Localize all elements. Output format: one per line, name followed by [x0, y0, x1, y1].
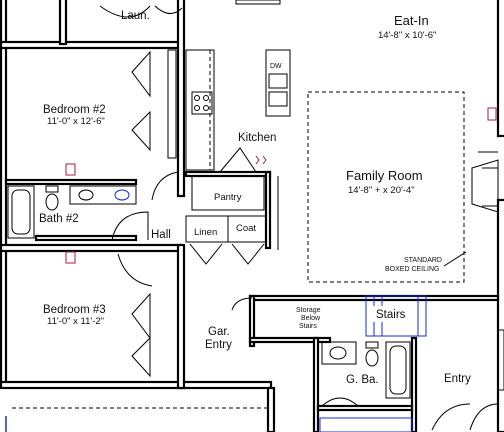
bath-2: Bath #2 — [4, 178, 149, 242]
hall: Hall — [117, 171, 179, 287]
eat-in-label: Eat-In — [394, 13, 429, 28]
family-room-dims: 14'-8" + x 20'-4" — [348, 185, 415, 196]
dishwasher-label: DW — [270, 63, 282, 70]
electrical-symbol-bed3 — [65, 251, 76, 264]
bedroom-3: Bedroom #3 11'-0" x 11'-2" — [43, 163, 151, 378]
coat-label: Coat — [236, 223, 256, 234]
entry-label: Entry — [444, 373, 471, 385]
garage-entry-line2: Entry — [205, 339, 232, 351]
boxed-ceiling-outline — [307, 91, 465, 283]
fireplace — [471, 151, 499, 213]
storage-line2: Below — [301, 315, 321, 322]
hall-label: Hall — [151, 229, 171, 241]
family-room: Family Room 14'-8" + x 20'-4" STANDARD B… — [277, 91, 499, 283]
electrical-symbols — [255, 155, 267, 165]
electrical-panel-icon — [487, 107, 497, 121]
bedroom-2: Bedroom #2 11'-0" x 12'-6" — [43, 49, 177, 159]
ceiling-note-line1: STANDARD — [404, 257, 442, 264]
eat-in-area: Eat-In 14'-8" x 10'-6" — [378, 13, 436, 41]
laundry-label: Laun. — [121, 10, 150, 22]
bedroom-2-label: Bedroom #2 — [43, 104, 106, 116]
pantry-label: Pantry — [214, 192, 242, 203]
closets: Pantry Linen Coat — [184, 170, 272, 265]
guest-bath: G. Ba. — [312, 336, 418, 432]
linen-label: Linen — [194, 227, 217, 238]
entry-foyer: Entry — [431, 329, 504, 431]
family-room-label: Family Room — [346, 168, 423, 183]
storage-line1: Storage — [296, 307, 321, 314]
stair-core: Gar. Entry Storage Below Stairs Stairs — [205, 294, 500, 351]
bedroom-3-label: Bedroom #3 — [43, 304, 106, 316]
stairs-label: Stairs — [376, 309, 406, 321]
kitchen: DW Kitchen — [185, 49, 291, 173]
bath-2-label: Bath #2 — [39, 213, 79, 225]
laundry-room: Laun. — [99, 0, 281, 22]
kitchen-label: Kitchen — [238, 132, 276, 144]
garage-entry-line1: Gar. — [208, 326, 230, 338]
storage-line3: Stairs — [299, 323, 317, 330]
guest-bath-label: G. Ba. — [346, 374, 379, 386]
bedroom-2-dims: 11'-0" x 12'-6" — [47, 116, 105, 127]
electrical-symbol-bed2 — [65, 163, 76, 176]
eat-in-dims: 14'-8" x 10'-6" — [378, 30, 436, 41]
ceiling-note-line2: BOXED CEILING — [385, 266, 439, 273]
bedroom-3-dims: 11'-0" x 11'-2" — [47, 316, 104, 327]
garage-partial — [5, 386, 276, 432]
